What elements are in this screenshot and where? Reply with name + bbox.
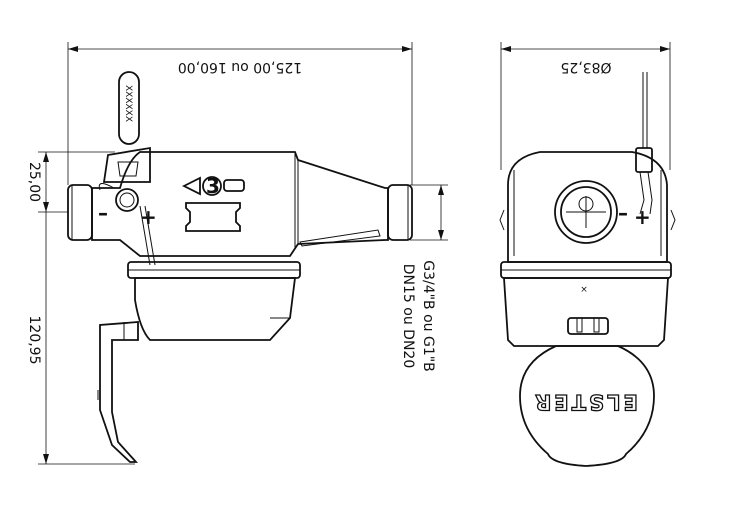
front-view: Ø83,25 – + × [499,42,676,467]
plus-mark: + [140,205,157,229]
minus-mark: – [98,201,108,225]
total-height-text: 120,95 [26,316,42,365]
front-seal [635,72,653,215]
height-offset-dimension: 25,00 [26,151,115,213]
length-dimension: 125,00 ou 160,00 [67,42,413,185]
height-offset-text: 25,00 [26,162,42,202]
nominal-text: DN15 ou DN20 [400,264,416,368]
seal-handle: XXXXXX [98,71,156,266]
thread-dimension: G3/4"B ou G1"B DN15 ou DN20 [400,184,448,372]
front-minus-mark: – [618,201,628,225]
thread-text: G3/4"B ou G1"B [420,260,436,372]
diameter-dimension: Ø83,25 [500,42,671,170]
total-height-dimension: 120,95 [26,212,135,465]
front-plus-mark: + [634,205,651,229]
direction-number: 3 [206,174,220,198]
seal-code: XXXXXX [123,85,133,122]
length-dimension-text: 125,00 ou 160,00 [178,59,302,75]
meter-cap: ELSTER [519,317,655,467]
side-view: 125,00 ou 160,00 25,00 120,95 G3/4"B ou … [26,42,448,465]
brand-logo: ELSTER [532,390,638,414]
svg-text:×: × [580,285,588,295]
diameter-text: Ø83,25 [560,59,611,75]
